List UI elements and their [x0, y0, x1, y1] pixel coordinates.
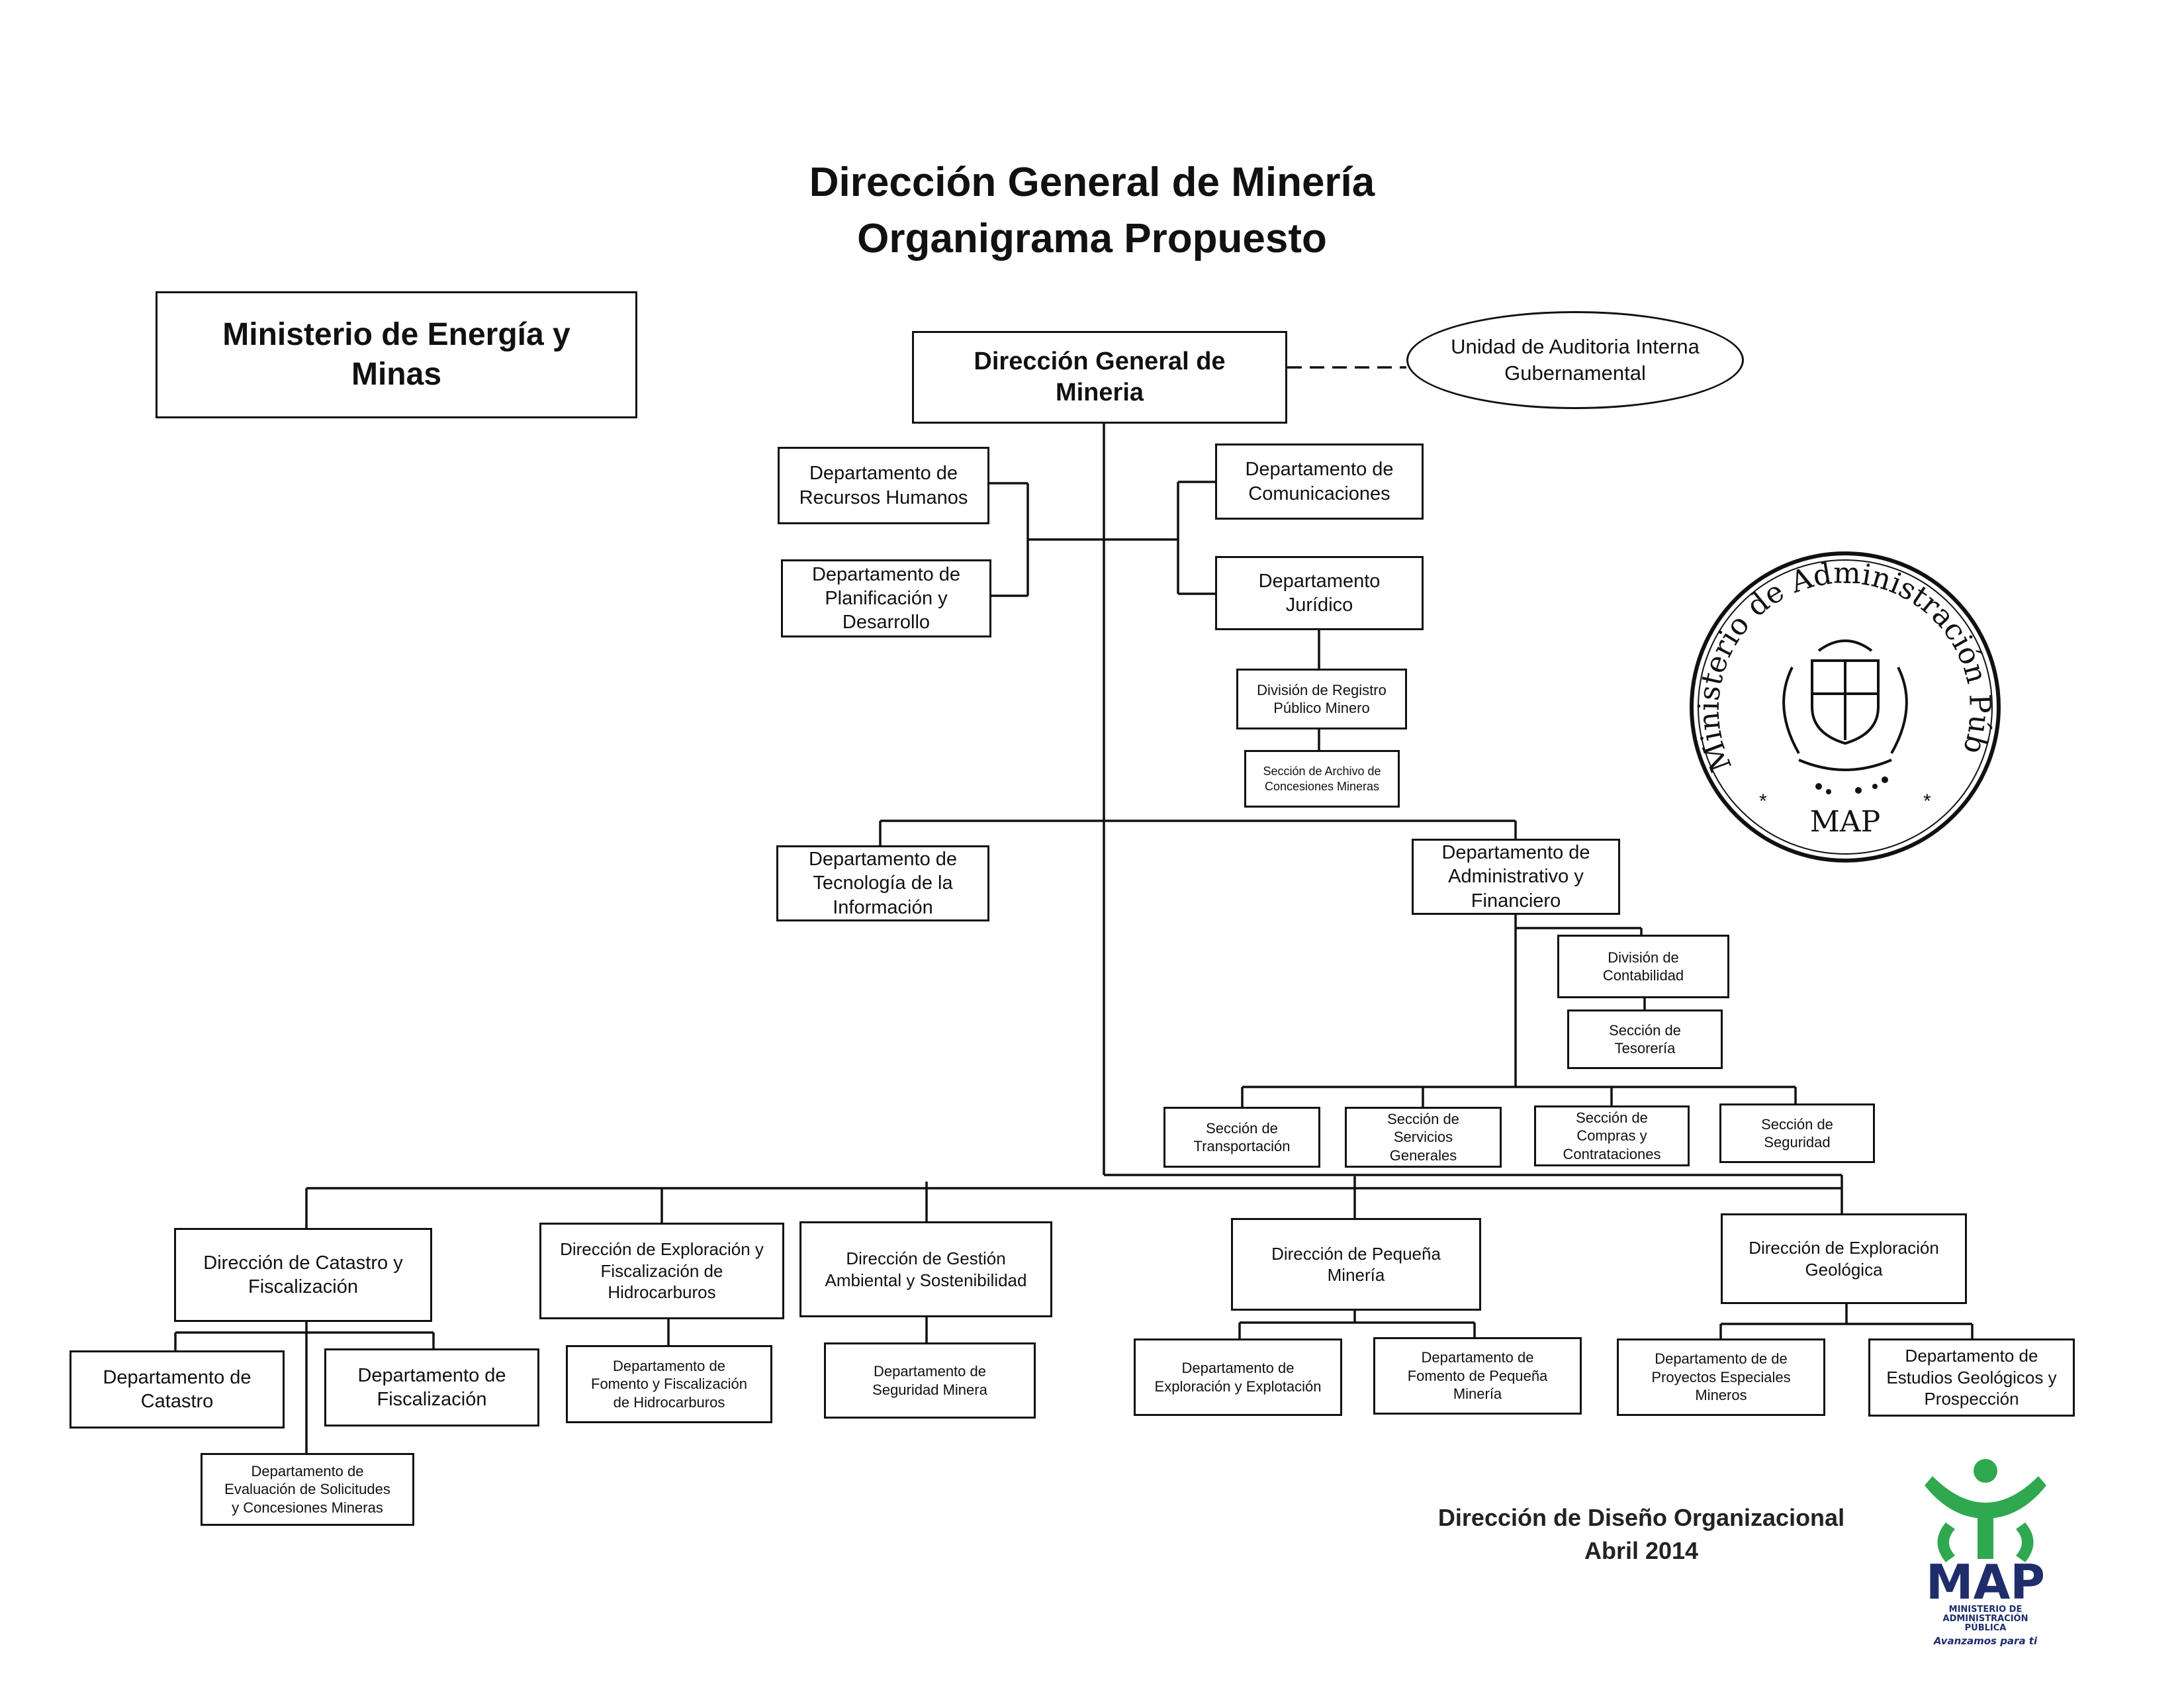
node-administrativo-financiero: Departamento de Administrativo y Financi… [1412, 839, 1620, 915]
ministry-box: Ministerio de Energía y Minas [156, 291, 637, 418]
coat-of-arms-icon [1782, 639, 1908, 771]
node-direccion-ambiental: Dirección de Gestión Ambiental y Sosteni… [799, 1221, 1052, 1317]
logo-acronym: MAP [1926, 1554, 2045, 1610]
node-dep-estudios-geologicos: Departamento de Estudios Geológicos y Pr… [1868, 1338, 2075, 1417]
node-juridico: Departamento Jurídico [1215, 556, 1424, 630]
node-registro-publico-minero: División de Registro Público Minero [1236, 669, 1407, 729]
node-direccion-general: Dirección General de Mineria [912, 331, 1287, 424]
node-direccion-pequena-mineria: Dirección de Pequeña Minería [1231, 1218, 1481, 1311]
svg-text:*: * [1759, 790, 1767, 812]
logo-line2: ADMINISTRACIÓN [1943, 1613, 2028, 1624]
footer-fecha: Abril 2014 [1584, 1537, 1699, 1564]
node-dep-fomento-pequena-mineria: Departamento de Fomento de Pequeña Miner… [1373, 1337, 1582, 1415]
chart-title-line1: Dirección General de Minería [809, 160, 1375, 205]
node-seguridad: Sección de Seguridad [1719, 1103, 1875, 1163]
node-compras-contrataciones: Sección de Compras y Contrataciones [1534, 1105, 1690, 1166]
logo-tagline: Avanzamos para ti [1933, 1635, 2038, 1647]
node-comunicaciones: Departamento de Comunicaciones [1215, 444, 1424, 520]
logo-line3: PÚBLICA [1965, 1622, 2007, 1633]
node-transportacion: Sección de Transportación [1163, 1107, 1320, 1168]
map-logo: MAP MINISTERIO DE ADMINISTRACIÓN PÚBLICA… [1925, 1459, 2046, 1647]
node-dep-exploracion-explotacion: Departamento de Exploración y Explotació… [1134, 1338, 1342, 1416]
node-dep-fomento-hidrocarburos: Departamento de Fomento y Fiscalización … [566, 1345, 772, 1423]
logo-line1: MINISTERIO DE [1949, 1605, 2023, 1615]
node-dep-fiscalizacion: Departamento de Fiscalización [324, 1348, 539, 1427]
map-seal-stamp: Ministerio de Administración Pública * *… [1686, 548, 2001, 863]
node-contabilidad: División de Contabilidad [1557, 935, 1729, 998]
node-dep-catastro: Departamento de Catastro [69, 1350, 285, 1429]
node-planificacion: Departamento de Planificación y Desarrol… [781, 559, 991, 637]
footer-direccion-diseno: Dirección de Diseño Organizacional [1437, 1504, 1845, 1531]
stamp-center-text: MAP [1810, 805, 1880, 839]
node-dep-seguridad-minera: Departamento de Seguridad Minera [824, 1342, 1036, 1419]
chart-title-line2: Organigrama Propuesto [857, 216, 1327, 261]
node-tesoreria: Sección de Tesorería [1567, 1009, 1723, 1069]
node-dep-proyectos-especiales: Departamento de de Proyectos Especiales … [1617, 1338, 1825, 1416]
node-dep-evaluacion-solicitudes: Departamento de Evaluación de Solicitude… [201, 1453, 414, 1526]
node-auditoria-interna: Unidad de Auditoria Interna Gubernamenta… [1406, 311, 1744, 409]
node-direccion-hidrocarburos: Dirección de Exploración y Fiscalización… [539, 1223, 784, 1319]
node-recursos-humanos: Departamento de Recursos Humanos [778, 447, 989, 524]
svg-text:*: * [1923, 790, 1931, 812]
node-servicios-generales: Sección de Servicios Generales [1345, 1107, 1502, 1168]
node-archivo-concesiones: Sección de Archivo de Concesiones Minera… [1244, 750, 1400, 808]
people-icon [1925, 1459, 2046, 1562]
node-direccion-catastro: Dirección de Catastro y Fiscalización [174, 1228, 432, 1322]
node-direccion-exploracion-geologica: Dirección de Exploración Geológica [1721, 1213, 1967, 1304]
node-tecnologia-informacion: Departamento de Tecnología de la Informa… [776, 845, 989, 921]
